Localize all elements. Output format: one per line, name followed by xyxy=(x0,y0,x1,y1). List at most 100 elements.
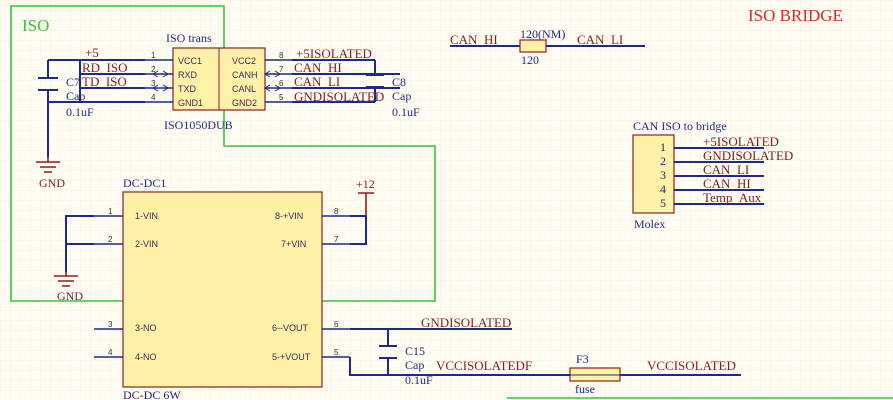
net-plus5: +5 xyxy=(85,45,99,60)
resistor-net-left: CAN_HI xyxy=(450,32,498,47)
molex-pin-1: 1 xyxy=(660,140,666,154)
fuse-ref: F3 xyxy=(576,352,589,366)
iso-pin-gnd1: GND1 xyxy=(178,98,203,108)
gnd-symbol-1[interactable]: GND xyxy=(36,157,65,190)
dcdc-pinnum-1: 1 xyxy=(108,207,113,216)
iso-pinnum-3: 3 xyxy=(151,79,156,88)
fuse-f3[interactable]: F3 fuse xyxy=(569,352,621,396)
dcdc-pinnum-7: 7 xyxy=(334,235,339,244)
dcdc-pin-3-no: 3-NO xyxy=(135,323,157,333)
dcdc-body xyxy=(122,191,323,388)
molex-title: CAN ISO to bridge xyxy=(633,119,727,133)
net-dcdc-gndisolated: GNDISOLATED xyxy=(421,315,511,330)
dcdc-pinnum-2: 2 xyxy=(108,235,113,244)
dcdc-pinnum-3: 3 xyxy=(108,320,113,329)
iso1050-ic[interactable]: ISO trans ISO1050DUB VCC1 RXD TXD GND1 V… xyxy=(145,31,292,132)
c15-capacitor[interactable]: C15 Cap 0.1uF xyxy=(379,344,433,387)
molex-pin-3: 3 xyxy=(660,168,666,182)
molex-pin-2: 2 xyxy=(660,154,666,168)
iso-trans-title: ISO trans xyxy=(166,31,212,45)
dcdc-converter[interactable]: DC-DC1 DC-DC 6W 1-VIN 2-VIN 3-NO 4-NO 8-… xyxy=(94,176,350,400)
net-can-li: CAN_LI xyxy=(294,74,340,89)
canh-io-arrow xyxy=(264,70,281,78)
fuse-type: fuse xyxy=(575,382,595,396)
iso-pin-txd: TXD xyxy=(178,84,197,94)
dcdc-pinnum-4: 4 xyxy=(108,348,113,357)
molex-net-3: CAN_LI xyxy=(703,162,749,177)
molex-net-5: Temp_Aux xyxy=(703,190,762,205)
molex-part: Molex xyxy=(634,217,665,231)
gnd-symbol-1-lines xyxy=(36,157,60,173)
resistor-net-right: CAN_LI xyxy=(577,32,623,47)
dcdc-part: DC-DC 6W xyxy=(123,388,181,400)
rxd-io-arrow xyxy=(152,70,169,78)
iso-pinnum-2: 2 xyxy=(151,65,156,74)
net-vccisolated: VCCISOLATED xyxy=(647,358,736,373)
gnd-label-1: GND xyxy=(39,176,65,190)
dcdc-output-wires[interactable] xyxy=(349,328,741,376)
c8-ref: C8 xyxy=(392,75,406,89)
net-gndisolated: GNDISOLATED xyxy=(294,89,384,104)
iso-pin-gnd2: GND2 xyxy=(232,98,257,108)
iso1050-part: ISO1050DUB xyxy=(164,118,233,132)
sheet-title: ISO BRIDGE xyxy=(748,6,843,25)
canl-io-arrow xyxy=(264,84,281,92)
resistor-value: 120 xyxy=(521,53,539,67)
iso-right-wires[interactable] xyxy=(292,59,400,103)
iso-pin-canh: CANH xyxy=(232,70,258,80)
plus12-label: +12 xyxy=(356,177,375,191)
net-rd-iso: RD_ISO xyxy=(82,60,128,75)
iso1050-pin-leads xyxy=(145,59,292,103)
iso-left-wires[interactable] xyxy=(80,59,145,103)
molex-net-4: CAN_HI xyxy=(703,176,751,191)
iso-pinnum-6: 6 xyxy=(279,79,284,88)
molex-pin-5: 5 xyxy=(660,196,666,210)
dcdc-pinnum-6: 6 xyxy=(334,320,339,329)
resistor-body xyxy=(519,39,547,53)
molex-net-1: +5ISOLATED xyxy=(703,134,779,149)
dcdc-pin-6-vout: 6--VOUT xyxy=(272,323,309,333)
molex-net-2: GNDISOLATED xyxy=(703,148,793,163)
c15-ref: C15 xyxy=(405,344,425,358)
iso-pin-canl: CANL xyxy=(232,84,256,94)
c8-capacitor[interactable]: C8 Cap 0.1uF xyxy=(366,60,420,119)
c7-value: 0.1uF xyxy=(66,105,94,119)
iso-pin-vcc1: VCC1 xyxy=(178,56,202,66)
resistor-ref: 120(NM) xyxy=(520,27,565,41)
net-can-hi: CAN_HI xyxy=(294,60,342,75)
dcdc-pin-7-vin: 7+VIN xyxy=(281,239,306,249)
dcdc-pinnum-8: 8 xyxy=(334,207,339,216)
dcdc-vin-wires[interactable] xyxy=(65,215,94,272)
dcdc-pin-4-no: 4-NO xyxy=(135,352,157,362)
iso-pinnum-8: 8 xyxy=(279,51,284,60)
iso-region-outline[interactable] xyxy=(10,5,436,302)
iso-pinnum-4: 4 xyxy=(151,93,156,102)
dcdc-pin-2-vin: 2-VIN xyxy=(135,239,158,249)
dcdc-pin-8-vin: 8-+VIN xyxy=(275,211,303,221)
dcdc-ref: DC-DC1 xyxy=(123,176,166,190)
iso-pinnum-5: 5 xyxy=(279,93,284,102)
dcdc-pinnum-5: 5 xyxy=(334,348,339,357)
iso-pinnum-1: 1 xyxy=(151,51,156,60)
plus12-wires[interactable] xyxy=(350,215,367,245)
gnd-label-2: GND xyxy=(57,289,83,303)
iso-pin-rxd: RXD xyxy=(178,70,198,80)
gnd-symbol-2-lines xyxy=(54,272,78,287)
c7-type: Cap xyxy=(66,89,85,103)
gnd-symbol-2[interactable]: GND xyxy=(54,272,83,303)
c7-wires[interactable] xyxy=(48,59,81,103)
net-plus5isolated: +5ISOLATED xyxy=(296,46,372,61)
c7-capacitor[interactable]: C7 Cap 0.1uF xyxy=(38,60,94,157)
dcdc-pin-1-vin: 1-VIN xyxy=(135,211,158,221)
dcdc-pin-5-vout: 5-+VOUT xyxy=(272,352,311,362)
molex-connector[interactable]: CAN ISO to bridge Molex 1 2 3 4 5 +5ISOL… xyxy=(632,119,793,231)
plus12-symbol-lines xyxy=(358,192,374,216)
net-td-iso: TD_ISO xyxy=(82,74,127,89)
net-vccisolatedf: VCCISOLATEDF xyxy=(436,358,532,373)
molex-pin-4: 4 xyxy=(660,182,666,196)
termination-resistor[interactable]: CAN_HI CAN_LI 120(NM) 120 xyxy=(450,27,645,67)
plus12-symbol[interactable]: +12 xyxy=(356,177,375,216)
iso-pinnum-7: 7 xyxy=(279,65,284,74)
c15-type: Cap xyxy=(405,358,424,372)
